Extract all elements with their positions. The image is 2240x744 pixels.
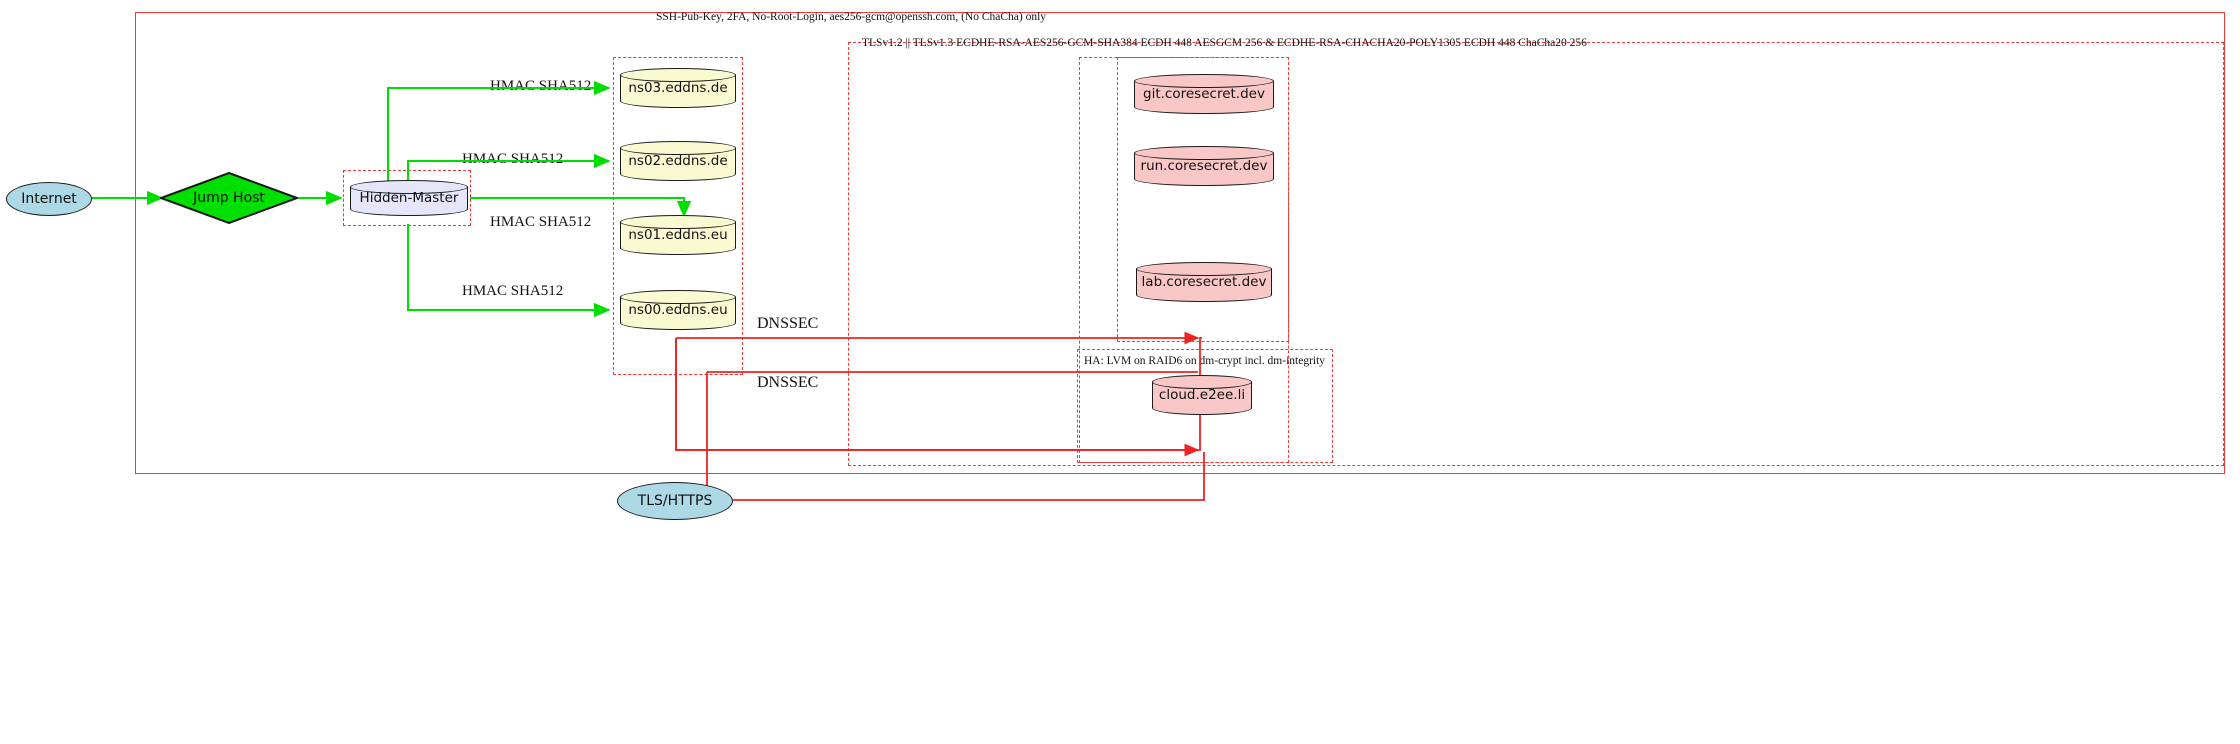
edge-label-hmac-ns02: HMAC SHA512 [462, 151, 564, 167]
node-ns00[interactable]: ns00.eddns.eu [620, 290, 736, 330]
node-ns03[interactable]: ns03.eddns.de [620, 68, 736, 108]
node-jump-host-label: Jump Host [193, 190, 265, 206]
node-tls-https-label: TLS/HTTPS [637, 493, 713, 509]
cylinder-top [620, 290, 736, 304]
node-ns02-label: ns02.eddns.de [628, 153, 728, 169]
node-cloud-e2ee[interactable]: cloud.e2ee.li [1152, 375, 1252, 415]
node-tls-https[interactable]: TLS/HTTPS [617, 482, 733, 520]
node-hidden-master-label: Hidden-Master [359, 190, 459, 206]
node-lab-coresecret[interactable]: lab.coresecret.dev [1136, 262, 1272, 302]
node-ns03-label: ns03.eddns.de [628, 80, 728, 96]
node-internet[interactable]: Internet [6, 182, 92, 216]
cylinder-top [620, 68, 736, 82]
node-internet-label: Internet [21, 191, 77, 207]
cylinder-top [620, 141, 736, 155]
node-jump-host[interactable]: Jump Host [160, 172, 298, 224]
node-ns00-label: ns00.eddns.eu [628, 302, 728, 318]
edge-label-dnssec-lower: DNSSEC [757, 374, 819, 391]
node-git-coresecret[interactable]: git.coresecret.dev [1134, 74, 1274, 114]
diamond-shape [160, 172, 298, 224]
label-ssh-security: SSH-Pub-Key, 2FA, No-Root-Login, aes256-… [656, 11, 1047, 23]
cylinder-top [620, 215, 736, 229]
node-git-label: git.coresecret.dev [1143, 86, 1265, 102]
cylinder-top [1134, 74, 1274, 88]
node-cloud-label: cloud.e2ee.li [1158, 387, 1246, 403]
node-ns01[interactable]: ns01.eddns.eu [620, 215, 736, 255]
node-run-label: run.coresecret.dev [1140, 158, 1268, 174]
cylinder-top [1134, 146, 1274, 160]
edge-label-hmac-ns01: HMAC SHA512 [490, 214, 592, 230]
edge-label-hmac-ns03: HMAC SHA512 [490, 78, 592, 94]
cylinder-top [350, 180, 468, 194]
label-ha-storage: HA: LVM on RAID6 on dm-crypt incl. dm-in… [1084, 355, 1326, 367]
cylinder-top [1136, 262, 1272, 276]
node-run-coresecret[interactable]: run.coresecret.dev [1134, 146, 1274, 186]
edge-label-dnssec-upper: DNSSEC [757, 315, 819, 332]
edge-label-hmac-ns00: HMAC SHA512 [462, 283, 564, 299]
cylinder-top [1152, 375, 1252, 389]
label-tls-ciphers: TLSv1.2 || TLSv1.3 ECDHE-RSA-AES256-GCM-… [862, 37, 1587, 49]
cluster-tls [848, 42, 2224, 466]
node-hidden-master[interactable]: Hidden-Master [350, 180, 468, 216]
node-ns01-label: ns01.eddns.eu [628, 227, 728, 243]
node-lab-label: lab.coresecret.dev [1141, 274, 1267, 290]
node-ns02[interactable]: ns02.eddns.de [620, 141, 736, 181]
